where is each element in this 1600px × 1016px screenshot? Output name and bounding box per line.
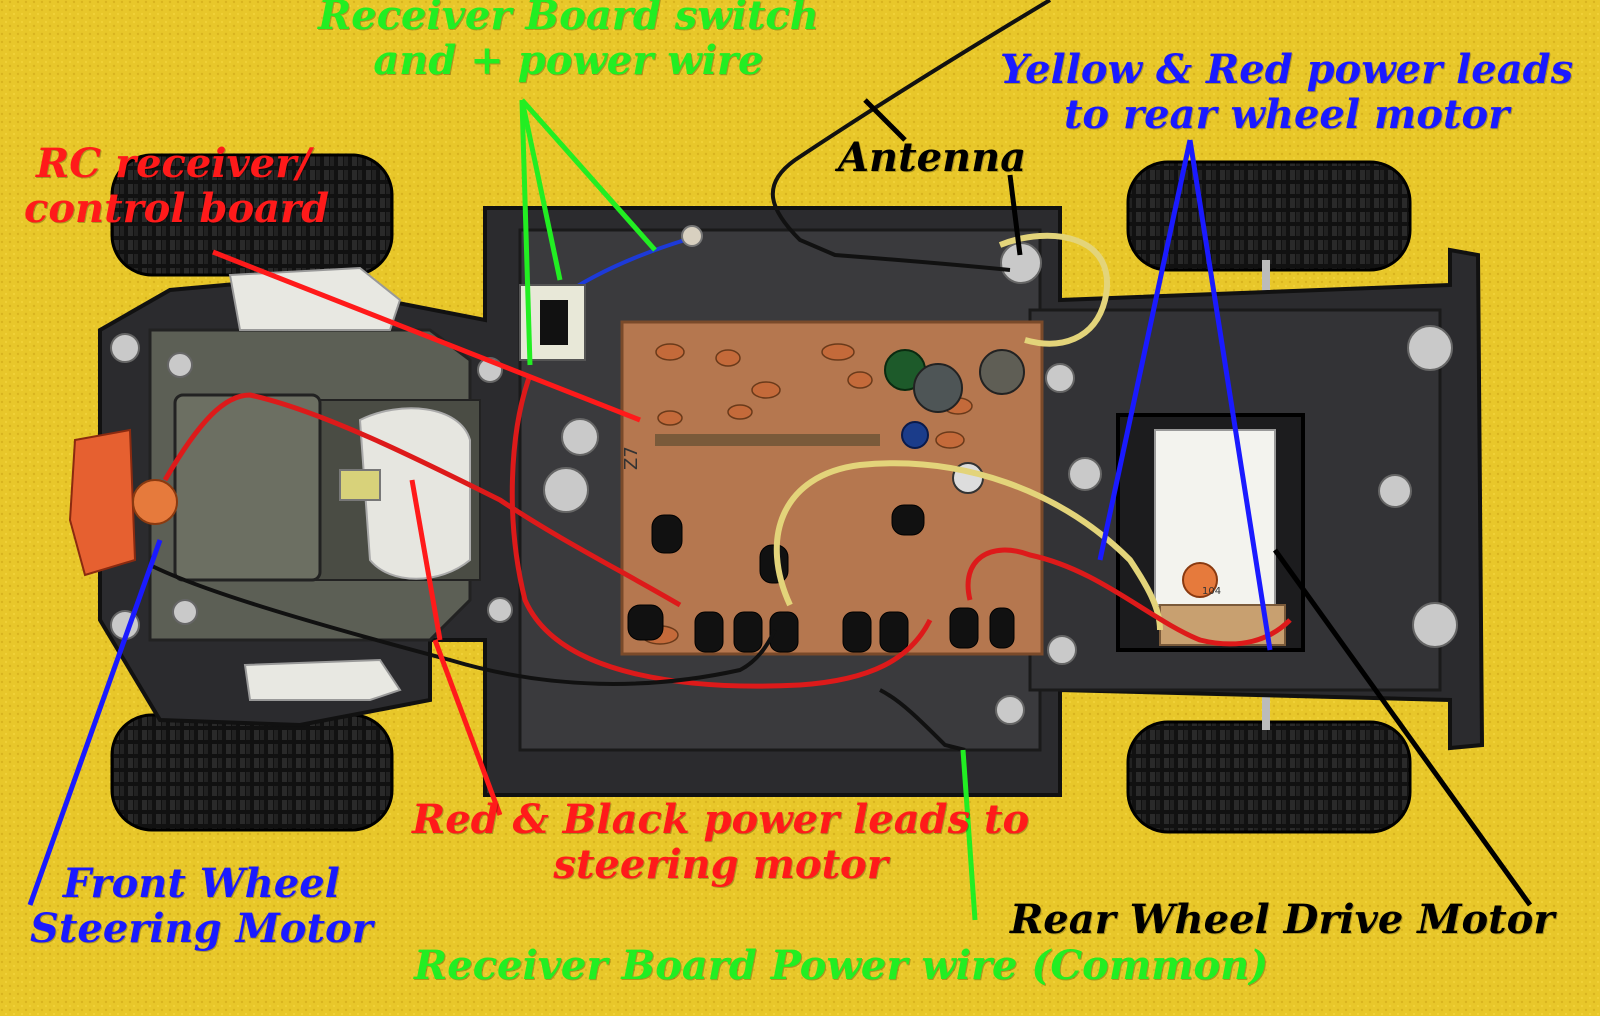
switch-terminal — [681, 225, 703, 247]
antenna-wire — [770, 0, 1052, 272]
board-marking: Z7 — [621, 446, 642, 470]
white-linkage — [228, 266, 402, 331]
label-rc-receiver: RC receiver/ control board — [24, 140, 330, 232]
label-receiver-board-switch-line2: and + power wire — [373, 36, 764, 84]
label-antenna: Antenna — [838, 134, 1027, 181]
label-front-wheel-steering-motor: Front Wheel Steering Motor — [30, 860, 373, 952]
label-receiver-board-power-common: Receiver Board Power wire (Common) — [414, 942, 1269, 989]
red-wire-rear — [965, 547, 1292, 647]
rear-capacitor — [1182, 562, 1218, 598]
label-red-black-leads-line1: Red & Black power leads to — [412, 796, 1030, 843]
label-receiver-board-power-common-text: Receiver Board Power wire (Common) — [414, 942, 1269, 989]
label-rear-wheel-drive-motor: Rear Wheel Drive Motor — [1010, 896, 1555, 943]
label-rc-receiver-line2: control board — [24, 184, 330, 232]
label-rc-receiver-line1: RC receiver/ — [36, 140, 311, 187]
pointer-lines-red — [212, 249, 641, 816]
label-front-wheel-steering-motor-line1: Front Wheel — [62, 860, 340, 907]
blue-capacitor — [901, 421, 929, 449]
board-components — [641, 343, 973, 645]
yellow-wire-rear — [998, 232, 1110, 347]
rear-right-wheel — [1126, 720, 1412, 834]
label-receiver-board-switch-line1: Receiver Board switch — [318, 0, 819, 39]
label-yellow-red-leads: Yellow & Red power leads to rear wheel m… — [1000, 46, 1574, 138]
front-right-wheel — [110, 713, 394, 832]
black-wire-common — [879, 688, 966, 752]
label-red-black-leads-line2: steering motor — [553, 840, 888, 888]
label-yellow-red-leads-line2: to rear wheel motor — [1063, 90, 1510, 138]
transistors — [627, 504, 1015, 653]
pointer-lines-blue — [27, 139, 1273, 906]
gray-component — [913, 363, 963, 413]
capacitor-marking: 104 — [1202, 586, 1221, 597]
pointer-lines-green — [519, 98, 978, 921]
label-rear-wheel-drive-motor-text: Rear Wheel Drive Motor — [1010, 896, 1555, 943]
orange-capacitor — [132, 479, 178, 525]
label-red-black-leads: Red & Black power leads to steering moto… — [412, 796, 1030, 888]
label-front-wheel-steering-motor-line2: Steering Motor — [30, 904, 373, 952]
label-receiver-board-switch: Receiver Board switch and + power wire — [318, 0, 819, 84]
gear-small — [339, 469, 381, 501]
coil — [979, 349, 1025, 395]
rear-left-wheel — [1126, 160, 1412, 272]
board-marking-bar — [655, 434, 880, 446]
black-wire-steering — [149, 563, 777, 686]
label-yellow-red-leads-line1: Yellow & Red power leads — [1000, 46, 1574, 93]
pointer-lines-black — [863, 98, 1533, 907]
label-antenna-text: Antenna — [838, 134, 1027, 181]
red-wire-steering — [162, 392, 682, 608]
orange-capacitor-tab — [68, 428, 137, 577]
yellow-wire-rear-2 — [773, 460, 1163, 631]
red-wire-main — [509, 374, 933, 689]
steering-motor — [173, 393, 322, 582]
